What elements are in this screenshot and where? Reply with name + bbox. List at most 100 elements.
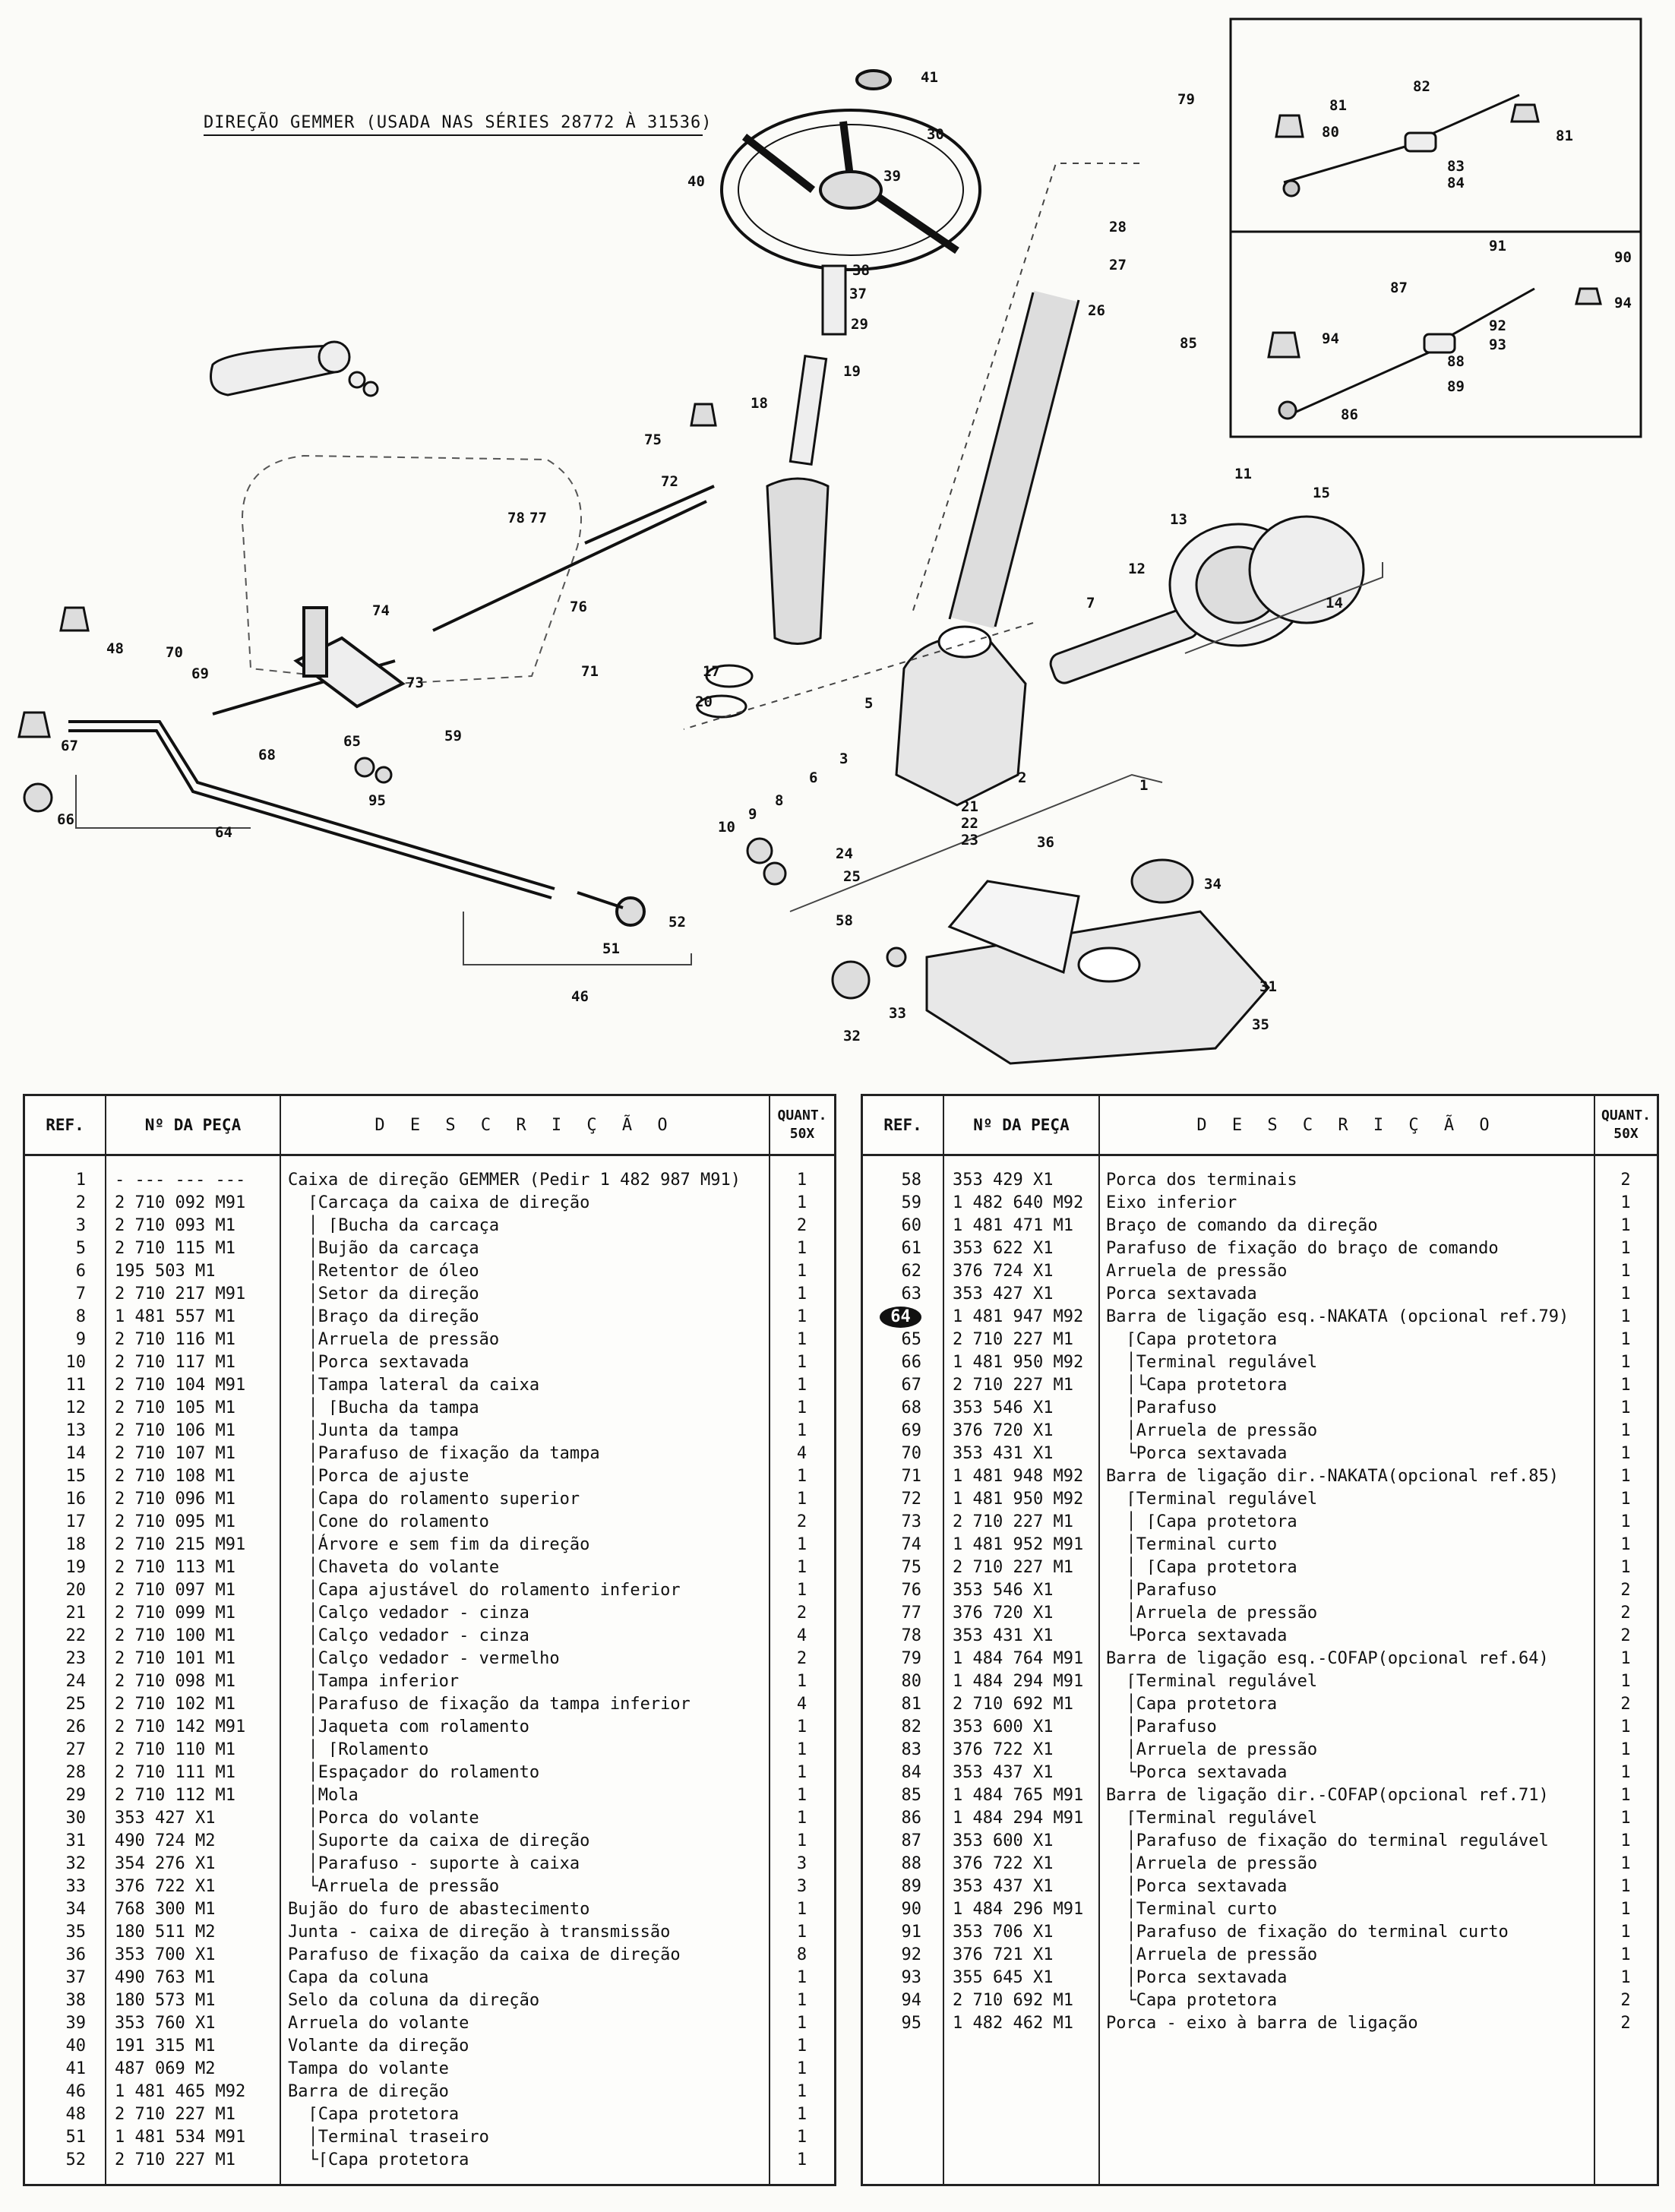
- callout-label: 52: [668, 914, 686, 931]
- description-cell: │Arruela de pressão: [1106, 1945, 1318, 1964]
- part-number-cell: 2 710 692 M1: [953, 1695, 1073, 1714]
- part-number-cell: 2 710 112 M1: [115, 1786, 235, 1805]
- leader-lines: [75, 163, 1383, 965]
- ref-cell: 71: [901, 1467, 922, 1486]
- callout-label: 23: [961, 832, 978, 848]
- header-quantity: QUANT. 50X: [1595, 1096, 1657, 1154]
- part-number-cell: 376 722 X1: [953, 1854, 1054, 1873]
- ref-cell: 3: [75, 1216, 86, 1235]
- ref-cell: 82: [901, 1717, 922, 1736]
- ref-cell: 28: [65, 1763, 87, 1782]
- part-number-cell: 1 481 952 M91: [953, 1535, 1084, 1554]
- ref-cell: 37: [65, 1968, 87, 1987]
- callout-label: 10: [718, 819, 735, 836]
- description-cell: Barra de ligação dir.-COFAP(opcional ref…: [1106, 1786, 1549, 1805]
- quantity-cell: 1: [796, 1900, 807, 1919]
- ref-cell: 25: [65, 1695, 87, 1714]
- ref-cell: 80: [901, 1672, 922, 1691]
- callout-label: 17: [703, 663, 720, 680]
- quantity-cell: 1: [796, 1376, 807, 1395]
- part-number-cell: 353 600 X1: [953, 1717, 1054, 1736]
- quantity-cell: 2: [796, 1649, 807, 1668]
- callout-label: 7: [1086, 595, 1095, 611]
- quantity-cell: 1: [796, 1968, 807, 1987]
- part-number-cell: 180 573 M1: [115, 1991, 216, 2010]
- ref-cell: 31: [65, 1831, 87, 1850]
- description-cell: │Tampa inferior: [288, 1672, 460, 1691]
- part-number-cell: 490 724 M2: [115, 1831, 216, 1850]
- part-number-cell: 2 710 227 M1: [953, 1376, 1073, 1395]
- part-number-cell: 2 710 111 M1: [115, 1763, 235, 1782]
- description-cell: │ ⌈Capa protetora: [1106, 1512, 1297, 1531]
- ref-cell: 90: [901, 1900, 922, 1919]
- ref-cell: 7: [75, 1285, 86, 1304]
- ref-cell: 66: [901, 1353, 922, 1372]
- description-cell: │Parafuso de fixação do terminal reguláv…: [1106, 1831, 1549, 1850]
- description-cell: ⌈Terminal regulável: [1106, 1809, 1318, 1828]
- description-cell: │Arruela de pressão: [1106, 1740, 1318, 1759]
- callout-label: 81: [1329, 97, 1347, 114]
- quantity-cell: 1: [1620, 1376, 1631, 1395]
- inset-box: [1229, 230, 1642, 438]
- part-number-cell: 2 710 692 M1: [953, 1991, 1073, 2010]
- ref-cell: 52: [65, 2150, 87, 2169]
- ref-cell: 2: [75, 1193, 86, 1212]
- ref-cell: 65: [901, 1330, 922, 1349]
- part-number-cell: 1 481 471 M1: [953, 1216, 1073, 1235]
- description-cell: │Parafuso de fixação da tampa: [288, 1444, 600, 1463]
- ref-cell: 76: [901, 1581, 922, 1600]
- callout-label: 87: [1390, 280, 1408, 296]
- callout-label: 76: [570, 599, 587, 615]
- description-cell: │Árvore e sem fim da direção: [288, 1535, 590, 1554]
- part-number-cell: 2 710 227 M1: [953, 1330, 1073, 1349]
- description-cell: │Chaveta do volante: [288, 1558, 500, 1577]
- part-number-cell: 1 481 950 M92: [953, 1490, 1084, 1509]
- part-number-cell: 1 481 947 M92: [953, 1307, 1084, 1326]
- ref-cell: 39: [65, 2014, 87, 2033]
- callout-label: 78: [507, 510, 525, 526]
- ref-cell: 72: [901, 1490, 922, 1509]
- callout-label: 31: [1259, 978, 1277, 995]
- description-cell: Braço de comando da direção: [1106, 1216, 1378, 1235]
- ref-cell: 41: [65, 2059, 87, 2078]
- quantity-cell: 1: [796, 1193, 807, 1212]
- quantity-cell: 2: [796, 1216, 807, 1235]
- part-number-cell: 353 706 X1: [953, 1923, 1054, 1942]
- quantity-cell: 1: [796, 2105, 807, 2124]
- quantity-cell: 1: [796, 1398, 807, 1417]
- part-number-cell: 354 276 X1: [115, 1854, 216, 1873]
- quantity-cell: 1: [796, 2014, 807, 2033]
- description-cell: │Tampa lateral da caixa: [288, 1376, 540, 1395]
- part-number-cell: 353 600 X1: [953, 1831, 1054, 1850]
- description-cell: Parafuso de fixação da caixa de direção: [288, 1945, 681, 1964]
- table-header: REF. Nº DA PEÇA D E S C R I Ç Ã O QUANT.…: [863, 1096, 1657, 1156]
- ref-cell: 84: [901, 1763, 922, 1782]
- description-cell: Porca sextavada: [1106, 1285, 1257, 1304]
- part-number-cell: 2 710 097 M1: [115, 1581, 235, 1600]
- ref-cell: 12: [65, 1398, 87, 1417]
- callout-label: 13: [1170, 511, 1187, 528]
- callout-label: 94: [1322, 330, 1339, 347]
- description-cell: Parafuso de fixação do braço de comando: [1106, 1239, 1499, 1258]
- description-cell: Selo da coluna da direção: [288, 1991, 540, 2010]
